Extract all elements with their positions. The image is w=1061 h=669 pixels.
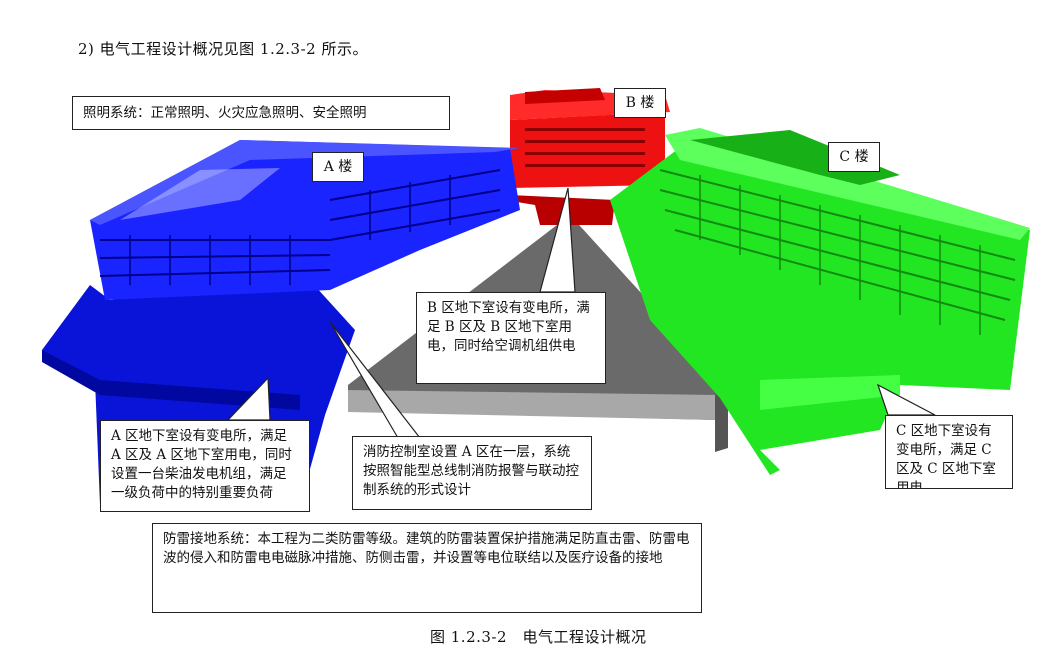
- callout-pointers: [226, 187, 936, 439]
- lightning-protection-callout: 防雷接地系统：本工程为二类防雷等级。建筑的防雷装置保护措施满足防直击雷、防雷电波…: [152, 523, 702, 613]
- a-substation-callout: A 区地下室设有变电所，满足 A 区及 A 区地下室用电，同时设置一台柴油发电机…: [100, 420, 310, 512]
- lighting-system-callout: 照明系统：正常照明、火灾应急照明、安全照明: [72, 96, 450, 130]
- building-a-label: A 楼: [312, 152, 364, 182]
- building-b-label: B 楼: [614, 88, 666, 118]
- fire-control-callout: 消防控制室设置 A 区在一层，系统按照智能型总线制消防报警与联动控制系统的形式设…: [352, 436, 592, 510]
- building-a: [42, 140, 520, 505]
- building-c: [610, 128, 1030, 475]
- figure-caption: 图 1.2.3-2 电气工程设计概况: [430, 628, 647, 646]
- b-substation-callout: B 区地下室设有变电所，满足 B 区及 B 区地下室用电，同时给空调机组供电: [416, 292, 606, 384]
- c-substation-callout: C 区地下室设有变电所，满足 C 区及 C 区地下室用电: [885, 415, 1013, 489]
- section-heading: 2) 电气工程设计概况见图 1.2.3-2 所示。: [78, 40, 368, 58]
- building-c-label: C 楼: [828, 142, 880, 172]
